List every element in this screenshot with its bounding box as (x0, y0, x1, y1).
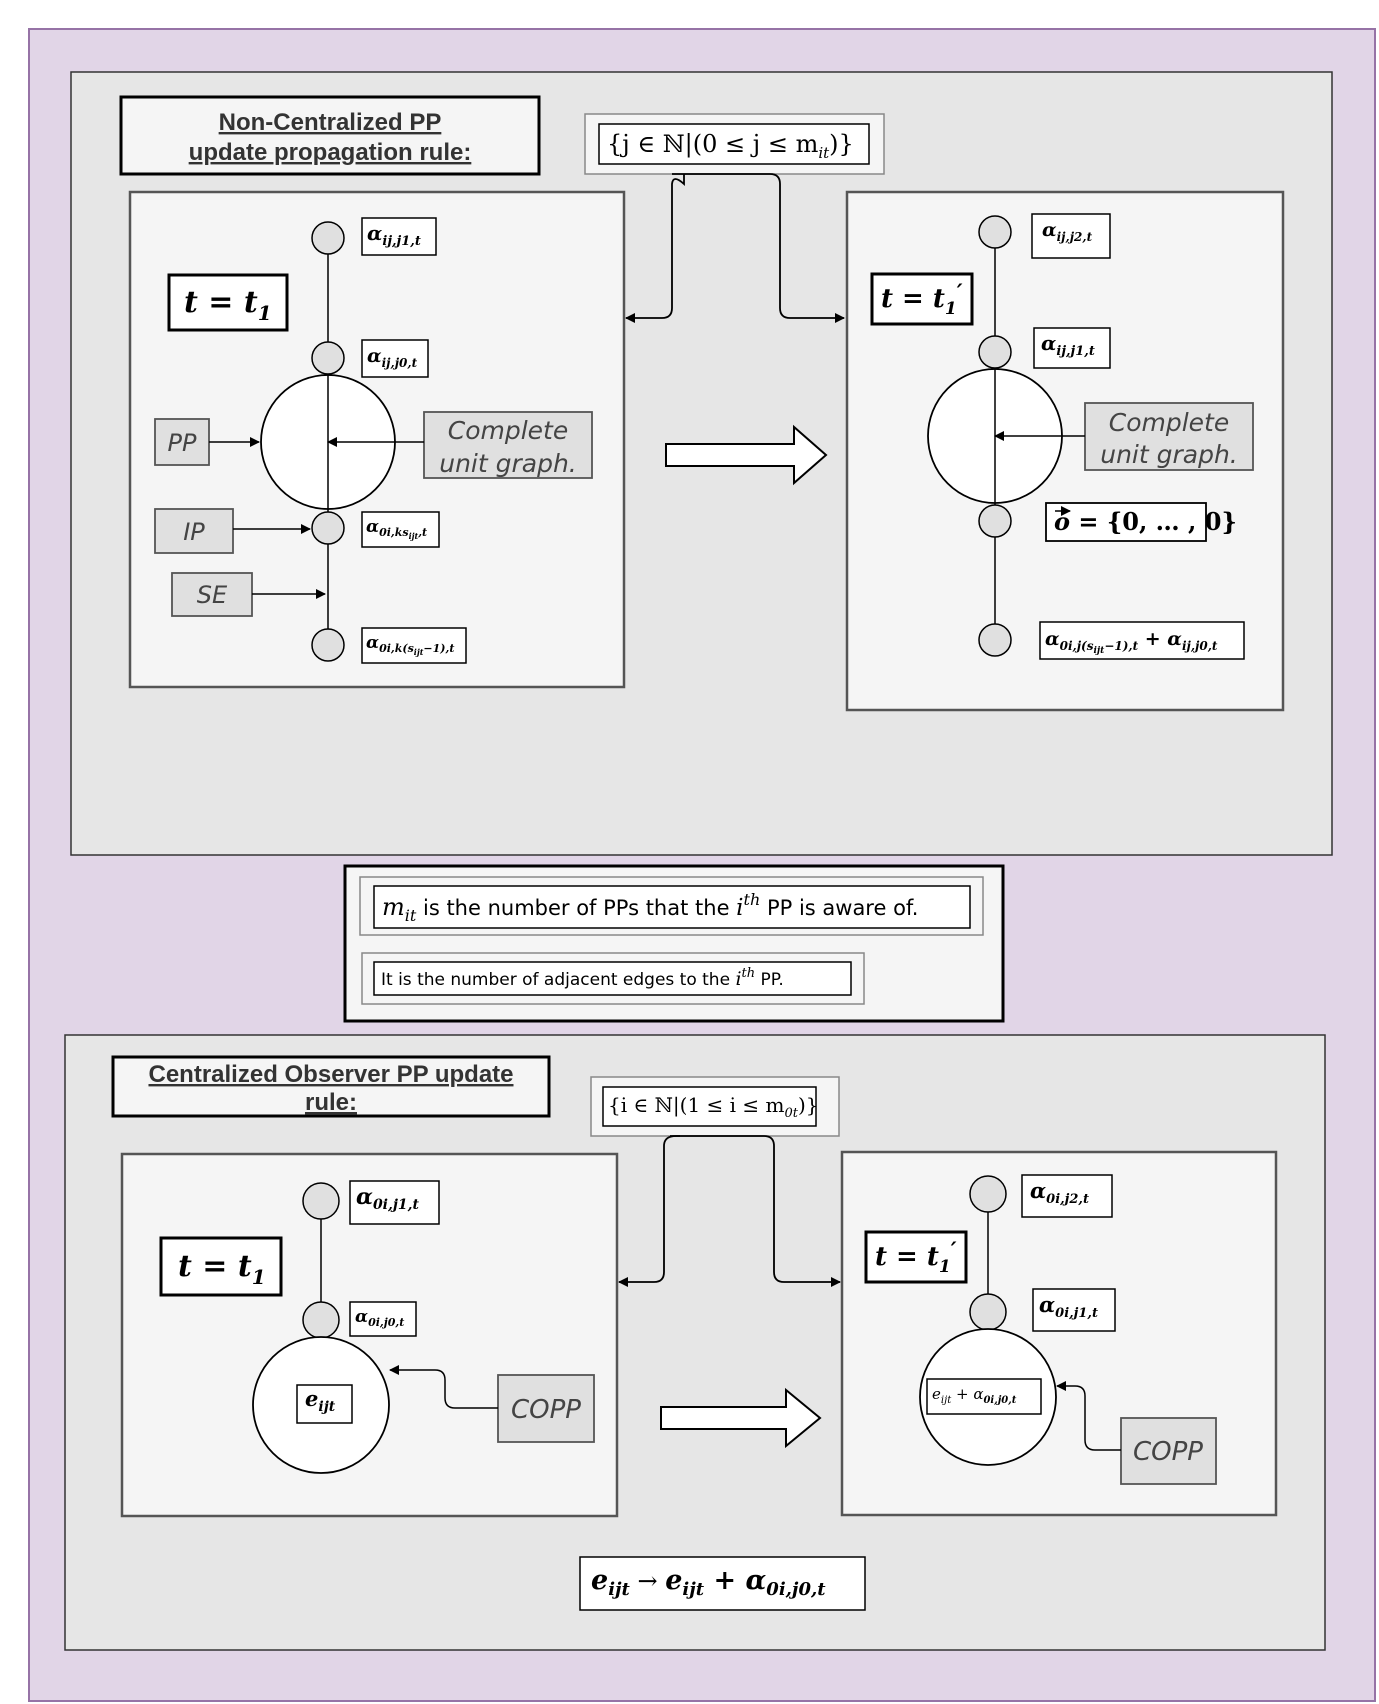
top-transition-arrow (665, 424, 828, 486)
top-right-time-box (870, 272, 974, 326)
top-right-node-sum (978, 623, 1012, 657)
top-title-box (119, 95, 541, 176)
formula-text: eijt → eijt + α0i,j0,t (591, 1565, 826, 1600)
top-left-complete-line1: Complete (448, 416, 568, 445)
pp-label: PP (168, 429, 197, 457)
top-left-complete-line2: unit graph. (439, 449, 577, 478)
top-right-complete-line2: unit graph. (1100, 440, 1238, 469)
top-right-alpha-j2-box (1031, 213, 1111, 259)
bottom-left-node-j0 (302, 1301, 340, 1339)
top-right-sum: α0i,j(sijt−1),t + αij,j0,t (1045, 628, 1218, 656)
bottom-title-line2: rule: (305, 1089, 357, 1116)
note2-inner (373, 961, 852, 996)
top-left-alpha-j1: αij,j1,t (367, 221, 421, 249)
set-j-arrow-right (672, 173, 845, 323)
bottom-left-time-box (159, 1236, 283, 1297)
top-left-node-j0 (311, 341, 345, 375)
se-label: SE (197, 581, 228, 609)
top-left-node-k (311, 628, 345, 662)
set-j-text: {j ∈ ℕ|(0 ≤ j ≤ mit)} (607, 130, 854, 162)
top-right-alpha-j1: αij,j1,t (1041, 331, 1095, 359)
bottom-left-time: t = t1 (178, 1249, 266, 1289)
bottom-right-alpha-j1-box (1032, 1288, 1116, 1332)
top-left-alpha-ks-box (361, 511, 440, 548)
top-left-complete-box (423, 411, 593, 479)
top-title-line1: Non-Centralized PP (219, 109, 442, 136)
top-right-alpha-j2: αij,j2,t (1042, 219, 1093, 244)
top-left-alpha-j1-box (361, 217, 437, 256)
bottom-title-box (111, 1055, 551, 1118)
top-right-node-zero (978, 504, 1012, 538)
bottom-left-alpha-j0-box (349, 1301, 417, 1337)
bottom-left-node-j1 (302, 1182, 340, 1220)
top-left-alpha-k-box (361, 627, 467, 664)
bottom-right-alpha-j2: α0i,j2,t (1030, 1178, 1089, 1207)
bottom-right-copp-arrow (1056, 1381, 1121, 1451)
bottom-right-time-box (864, 1230, 968, 1284)
top-right-zero: o = {0, … , 0} (1054, 507, 1237, 536)
bottom-right-e: eijt + α0i,j0,t (932, 1385, 1017, 1406)
bottom-right-alpha-j2-box (1021, 1174, 1113, 1218)
top-left-time-box (167, 273, 289, 332)
note2-text: It is the number of adjacent edges to th… (381, 966, 784, 990)
formula-box (579, 1556, 866, 1611)
top-right-complete-line1: Complete (1109, 408, 1229, 437)
bottom-left-alpha-j1-box (349, 1180, 440, 1225)
top-right-sum-box (1039, 621, 1245, 660)
set-i-arrow-right (670, 1135, 841, 1287)
top-left-alpha-j0: αij,j0,t (367, 345, 418, 370)
top-right-complete-box (1084, 402, 1254, 471)
pp-label-box (154, 418, 210, 466)
bottom-right-alpha-j1: α0i,j1,t (1039, 1292, 1098, 1321)
top-right-alpha-j1-box (1033, 327, 1111, 369)
bottom-left-copp-arrow (389, 1365, 498, 1409)
bottom-right-node-j2 (969, 1175, 1007, 1213)
bottom-right-node-j1 (969, 1293, 1007, 1331)
bottom-left-copp-box (497, 1374, 595, 1443)
set-j-inner (598, 123, 870, 165)
bottom-transition-arrow (660, 1387, 822, 1449)
top-left-node-ks (311, 511, 345, 545)
note1-inner (373, 885, 971, 929)
note1-text: mit is the number of PPs that the ith PP… (382, 890, 918, 925)
bottom-left-alpha-j1: α0i,j1,t (356, 1184, 420, 1213)
bottom-right-time: t = t1′ (875, 1238, 957, 1277)
top-title-line2: update propagation rule: (189, 139, 472, 166)
top-left-alpha-k: α0i,k(sijt−1),t (366, 633, 454, 657)
bottom-right-copp-box (1120, 1417, 1217, 1485)
ip-label-box (154, 508, 234, 554)
top-left-alpha-j0-box (361, 339, 429, 378)
bottom-left-e: eijt (305, 1386, 336, 1415)
top-right-time: t = t1′ (881, 280, 963, 319)
top-right-node-j1 (978, 335, 1012, 369)
bottom-left-copp: COPP (511, 1395, 581, 1425)
bottom-right-copp: COPP (1133, 1437, 1203, 1467)
bottom-right-e-box (926, 1378, 1042, 1415)
ip-label: IP (183, 518, 205, 546)
top-left-time: t = t1 (184, 285, 272, 325)
bottom-left-alpha-j0: α0i,j0,t (355, 1307, 404, 1329)
top-right-zero-box (1045, 502, 1207, 542)
set-i-inner (602, 1086, 817, 1127)
bottom-title-line1: Centralized Observer PP update (148, 1061, 513, 1088)
set-j-arrow-left (625, 174, 685, 323)
bottom-left-e-box (296, 1384, 353, 1424)
top-left-alpha-ks: α0i,ksijt,t (366, 517, 427, 541)
set-i-text: {i ∈ ℕ|(1 ≤ i ≤ m0t)} (608, 1093, 819, 1121)
top-right-node-j2 (978, 215, 1012, 249)
se-label-box (171, 572, 253, 617)
top-left-node-j1 (311, 221, 345, 255)
